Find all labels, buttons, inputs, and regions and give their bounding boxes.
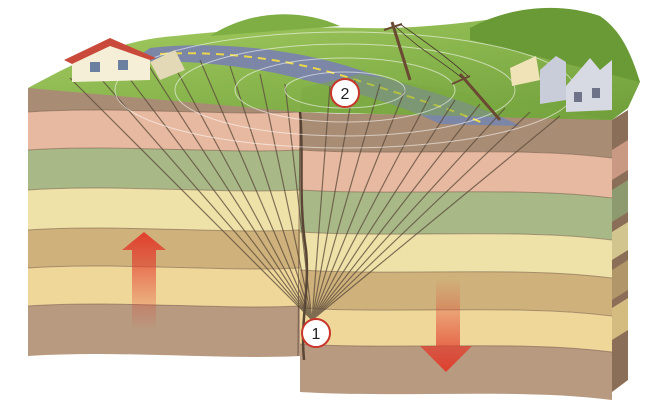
power-lines xyxy=(394,23,469,79)
seismic-ray xyxy=(229,65,313,321)
seismic-ray xyxy=(69,77,313,321)
svg-text:2: 2 xyxy=(341,86,350,103)
seismic-ray xyxy=(311,89,406,321)
house-icon xyxy=(64,38,185,82)
ground-surface xyxy=(28,7,640,126)
stratum-boundary xyxy=(27,187,301,192)
fault-line-icon xyxy=(297,111,309,361)
seismic-ray xyxy=(119,65,313,321)
stratum-left xyxy=(28,266,300,307)
ruined-building-icon xyxy=(510,56,612,112)
uplift-arrow xyxy=(122,232,166,330)
block-side-face xyxy=(612,110,628,392)
stratum-boundary xyxy=(299,231,613,241)
stratum-boundary xyxy=(299,189,613,199)
seismic-ray xyxy=(169,57,313,321)
stratum-right xyxy=(300,344,612,400)
seismic-ray xyxy=(199,59,313,321)
seismic-rays xyxy=(69,57,561,321)
stratum-boundary xyxy=(27,303,301,308)
stratum-boundary xyxy=(27,265,301,270)
seismic-ray xyxy=(311,103,481,321)
seismic-ray xyxy=(311,107,506,321)
stratum-boundary xyxy=(299,269,613,279)
downthrow-arrow xyxy=(420,278,472,372)
seismic-ray xyxy=(311,95,431,321)
seismic-ray xyxy=(311,115,561,321)
stratum-right xyxy=(300,232,612,278)
stratum-left xyxy=(28,110,300,151)
seismic-ray xyxy=(94,71,313,321)
seismic-ray xyxy=(144,59,313,321)
stratum-boundary xyxy=(27,227,301,232)
epicenter-marker: 2 xyxy=(330,78,360,108)
seismic-ray xyxy=(284,83,313,321)
stratum-right xyxy=(300,190,612,240)
stratum-boundary xyxy=(27,147,301,152)
rock-strata xyxy=(27,86,613,400)
stratum-left xyxy=(28,304,300,357)
power-pole-icon xyxy=(383,21,502,121)
seismic-ray xyxy=(311,79,356,321)
svg-text:1: 1 xyxy=(312,326,321,343)
seismic-ray xyxy=(311,99,456,321)
seismic-ray xyxy=(311,85,331,321)
seismic-ray xyxy=(311,111,531,321)
stratum-left xyxy=(28,188,300,231)
stratum-left xyxy=(28,148,300,191)
focus-marker: 1 xyxy=(301,318,331,348)
stratum-boundary xyxy=(299,149,613,159)
seismic-ray xyxy=(311,83,381,321)
stratum-right xyxy=(300,150,612,198)
seismic-ray xyxy=(259,73,313,321)
